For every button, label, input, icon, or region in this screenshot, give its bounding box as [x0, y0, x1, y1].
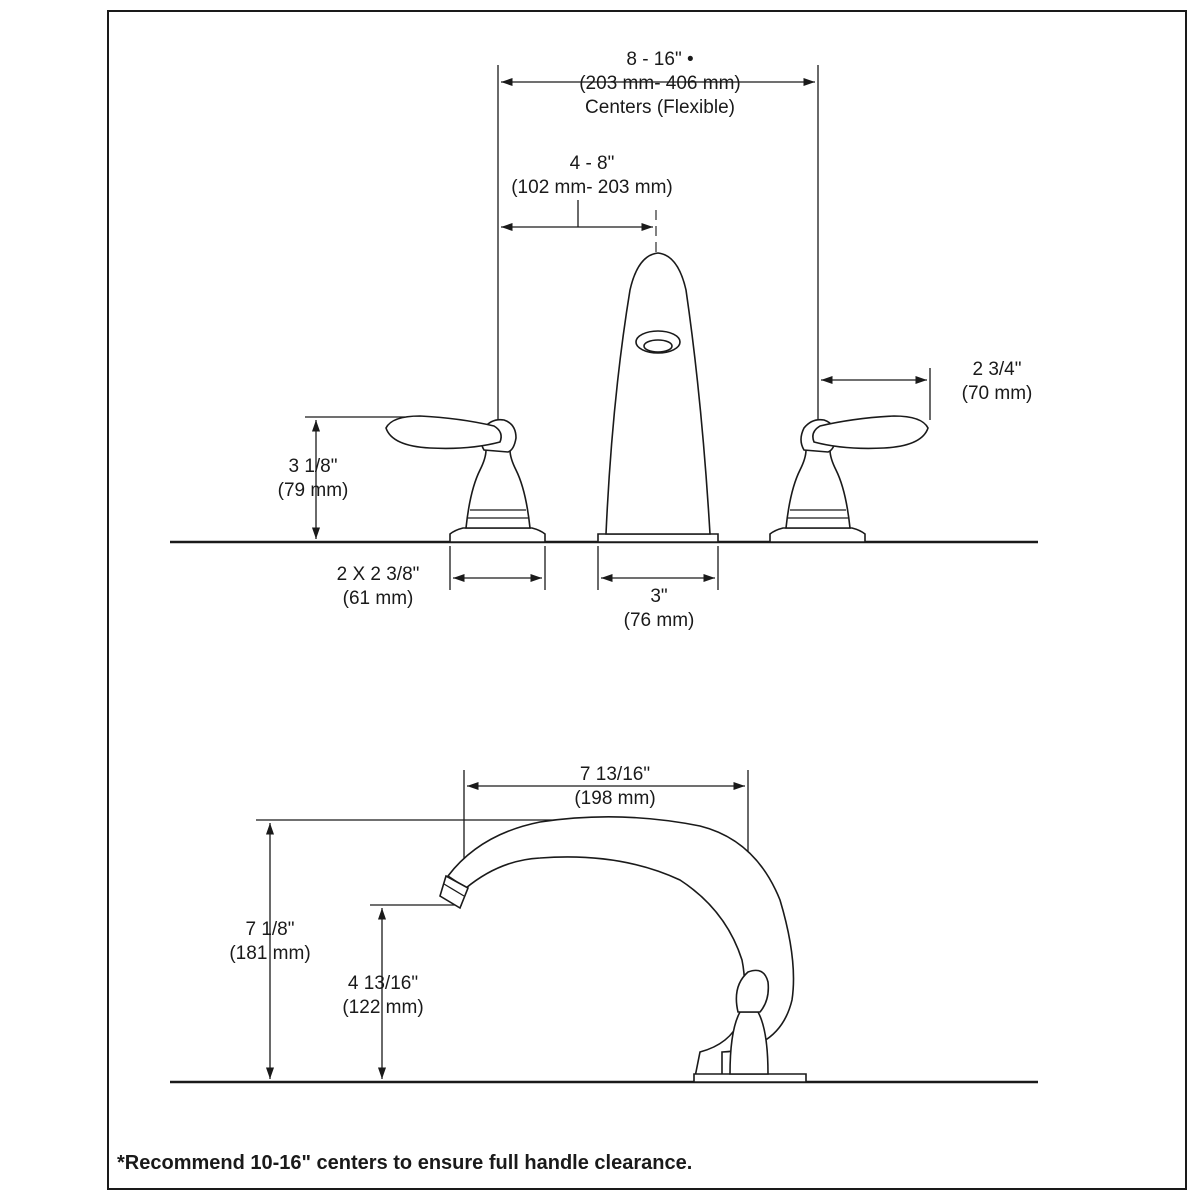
- left-handle-front: [385, 415, 546, 543]
- handle-height-label: 3 1/8" (79 mm): [277, 456, 349, 501]
- right-handle-front: [769, 415, 929, 543]
- spout-base-label: 3" (76 mm): [623, 586, 695, 631]
- diagram-frame: [107, 10, 1187, 1190]
- spout-side: [439, 816, 807, 1083]
- spout-reach-label: 7 13/16" (198 mm): [574, 764, 656, 809]
- handle-reach-label: 2 3/4" (70 mm): [961, 359, 1033, 404]
- footnote: *Recommend 10-16" centers to ensure full…: [117, 1152, 693, 1174]
- spout-offset-label: 4 - 8" (102 mm- 203 mm): [511, 153, 673, 198]
- spout-height-label: 7 1/8" (181 mm): [229, 919, 311, 964]
- handle-base-label: 2 X 2 3/8" (61 mm): [336, 564, 420, 609]
- centers-flexible-label: 8 - 16" • (203 mm- 406 mm) Centers (Flex…: [579, 49, 741, 118]
- spout-front: [597, 252, 719, 543]
- outlet-height-label: 4 13/16" (122 mm): [342, 973, 424, 1018]
